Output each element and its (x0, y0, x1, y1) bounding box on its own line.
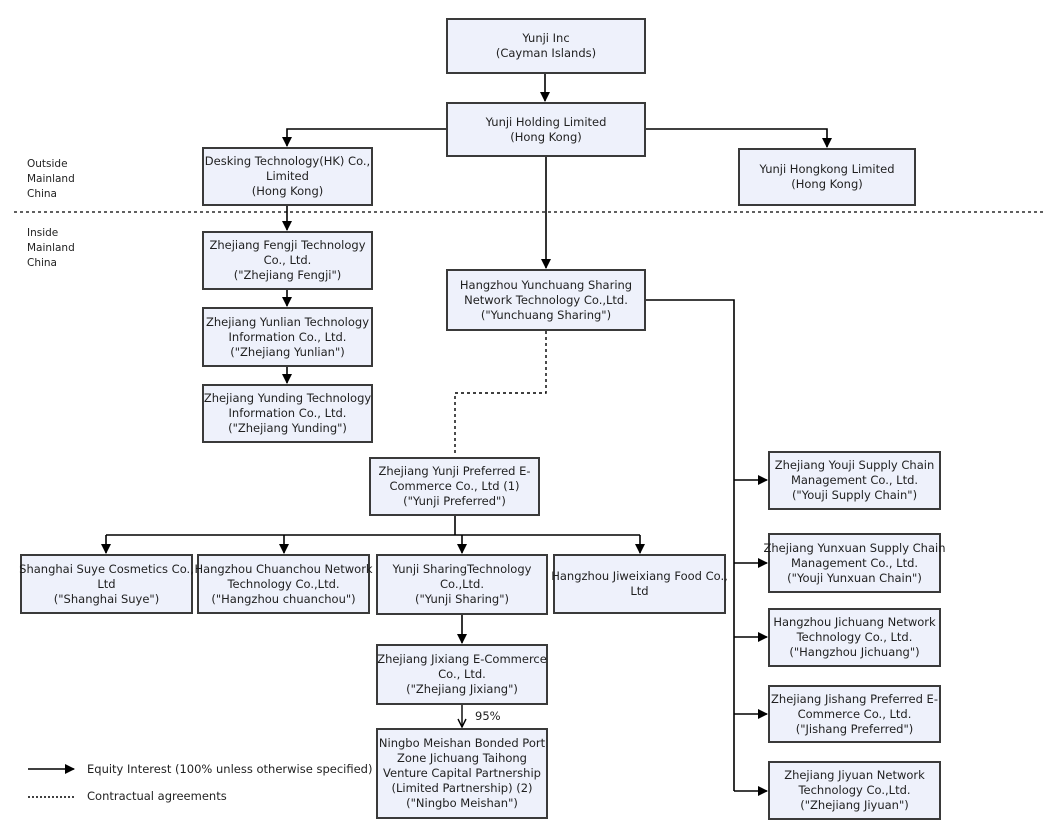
entity-fengji: Zhejiang Fengji Technology Co., Ltd. ("Z… (202, 231, 373, 290)
entity-jiyuan: Zhejiang Jiyuan Network Technology Co.,L… (768, 761, 941, 820)
entity-yunji-preferred: Zhejiang Yunji Preferred E- Commerce Co.… (369, 457, 540, 516)
entity-ningbo: Ningbo Meishan Bonded Port Zone Jichuang… (376, 728, 548, 819)
entity-yunxuan: Zhejiang Yunxuan Supply Chain Management… (764, 533, 946, 593)
edge-yunchuang-bus (646, 299, 735, 791)
edge-holding-hongkong (646, 128, 832, 148)
edge-label-95-percent: 95% (475, 709, 501, 723)
entity-youji: Zhejiang Youji Supply Chain Management C… (768, 451, 941, 510)
region-inside-label: Inside Mainland China (27, 227, 75, 269)
entity-yunji-sharing: Yunji SharingTechnology Co.,Ltd. ("Yunji… (376, 554, 548, 615)
edge-holding-desking (282, 128, 446, 147)
entity-yunji-hongkong: Yunji Hongkong Limited (Hong Kong) (738, 148, 916, 206)
entity-suye: Shanghai Suye Cosmetics Co., Ltd ("Shang… (19, 554, 194, 614)
entity-chuanchou: Hangzhou Chuanchou Network Technology Co… (194, 554, 373, 614)
entity-yunji-inc: Yunji Inc (Cayman Islands) (446, 18, 646, 74)
edge-contractual-yunchuang-preferred (454, 331, 547, 456)
region-outside-label: Outside Mainland China (27, 158, 75, 200)
entity-yunchuang: Hangzhou Yunchuang Sharing Network Techn… (446, 269, 646, 331)
entity-jiweixiang: Hangzhou Jiweixiang Food Co., Ltd (551, 554, 728, 614)
entity-desking: Desking Technology(HK) Co., Limited (Hon… (202, 147, 373, 206)
entity-jishang: Zhejiang Jishang Preferred E- Commerce C… (768, 685, 941, 743)
entity-jichuang: Hangzhou Jichuang Network Technology Co.… (768, 608, 941, 667)
entity-yunding: Zhejiang Yunding Technology Information … (202, 384, 373, 443)
legend-contractual-label: Contractual agreements (87, 789, 227, 803)
entity-yunji-holding: Yunji Holding Limited (Hong Kong) (446, 102, 646, 157)
legend-equity-label: Equity Interest (100% unless otherwise s… (87, 762, 373, 776)
entity-jixiang: Zhejiang Jixiang E-Commerce Co., Ltd. ("… (376, 644, 548, 705)
entity-yunlian: Zhejiang Yunlian Technology Information … (202, 307, 373, 367)
